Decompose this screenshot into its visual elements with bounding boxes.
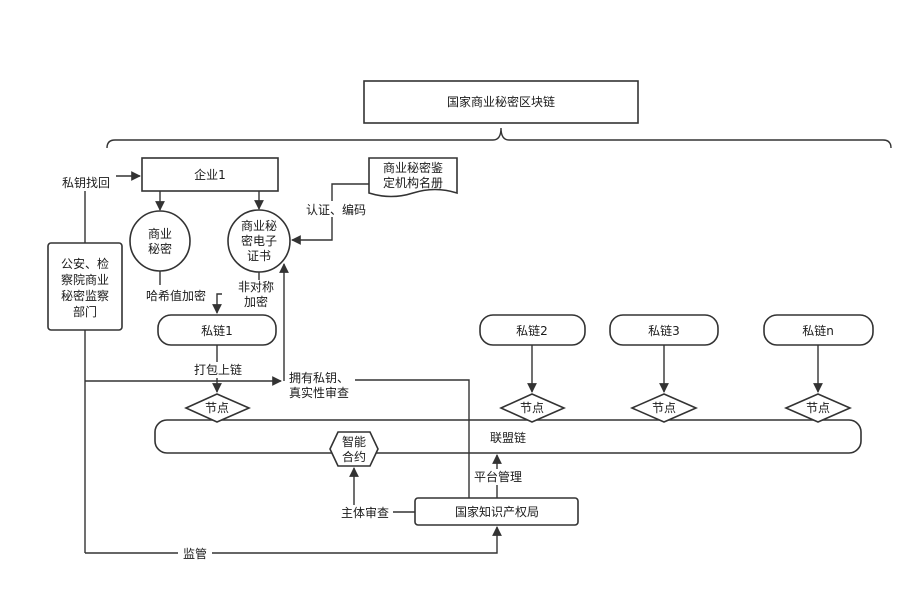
trade-secret-circle [129,210,191,272]
private-chain-3-label: 私链3 [648,323,680,338]
trade-secret-label-2: 秘密 [148,241,172,256]
ip-office-label: 国家知识产权局 [455,504,539,519]
platform-mgmt-label: 平台管理 [474,469,522,484]
national-blockchain-label: 国家商业秘密区块链 [447,94,555,109]
brace [106,127,892,149]
cert-encode-label: 认证、编码 [306,202,366,217]
node-n [784,393,852,423]
subject-review-label-bg [337,505,393,521]
supervision-label-bg [178,546,212,562]
smart-contract-label-1: 智能 [342,434,366,449]
trade-secret-label-1: 商业 [148,226,172,241]
private-chain-2-label: 私链2 [516,323,548,338]
national-blockchain-box [363,80,639,124]
private-chain-n-label: 私链n [802,323,834,338]
node-1 [184,393,251,423]
smart-contract-hexagon [329,431,379,467]
own-key-label-1: 拥有私钥、 [289,371,349,385]
private-chain-1-label: 私链1 [201,323,233,338]
own-key-label-2: 真实性审查 [289,385,349,400]
node-2-label: 节点 [520,401,544,415]
registry-label-2: 定机构名册 [383,175,443,190]
pack-onchain-label-bg [189,362,247,378]
asym-label-bg [232,280,278,310]
pack-onchain-label: 打包上链 [194,362,242,377]
police-label-2: 察院商业 [61,272,109,287]
registry-document [368,157,458,198]
subject-review-label: 主体审查 [341,505,389,520]
smart-contract-label-2: 合约 [342,449,366,464]
police-label-1: 公安、检 [61,256,109,271]
police-label-3: 秘密监察 [61,288,109,303]
node-1-label: 节点 [205,401,229,415]
certificate-label-3: 证书 [247,249,271,263]
arrow-supervision-to-ip-office [85,526,502,554]
cert-encode-label-bg [302,201,370,217]
enterprise-box [141,157,279,192]
certificate-label-1: 商业秘 [241,218,277,233]
node-3-label: 节点 [652,401,676,415]
asym-label-2: 加密 [244,294,268,309]
police-label-4: 部门 [73,304,97,319]
key-recovery-label-bg [56,175,116,191]
node-2 [499,393,566,423]
supervision-label: 监管 [183,546,207,561]
consortium-chain-label: 联盟链 [490,430,526,445]
platform-mgmt-label-bg [470,469,526,485]
node-3 [630,393,698,423]
review-to-ip-office-line [355,379,470,498]
hash-encrypt-label: 哈希值加密 [146,288,206,303]
key-recovery-label: 私钥找回 [62,176,110,190]
arrow-hash-to-private-chain [212,293,222,314]
certificate-label-2: 密电子 [241,233,277,248]
node-n-label: 节点 [806,401,830,415]
registry-label-1: 商业秘密鉴 [383,160,443,175]
enterprise-label: 企业1 [194,167,226,182]
asym-label-1: 非对称 [238,280,274,294]
